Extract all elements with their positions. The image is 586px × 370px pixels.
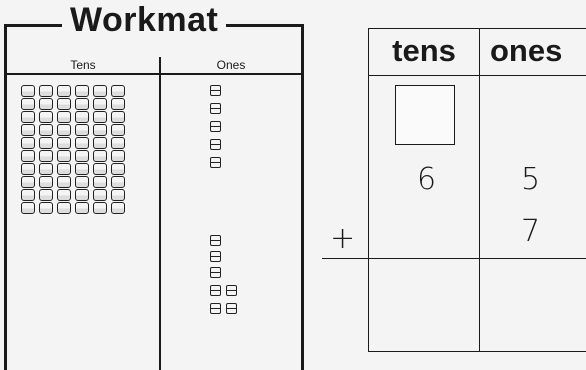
rod-unit-cell — [57, 150, 71, 162]
rod-unit-cell — [21, 163, 35, 175]
rod-unit-cell — [21, 150, 35, 162]
rod-unit-cell — [39, 150, 53, 162]
rod-unit-cell — [75, 124, 89, 136]
tens-rod — [111, 85, 127, 215]
top-ones-digit: 5 — [521, 163, 540, 197]
rod-unit-cell — [57, 111, 71, 123]
place-value-chart: tens ones 6 5 7 — [368, 28, 586, 352]
rod-unit-cell — [57, 176, 71, 188]
rod-unit-cell — [21, 189, 35, 201]
rod-unit-cell — [21, 98, 35, 110]
rod-unit-cell — [75, 202, 89, 214]
ones-column-header: ones — [480, 29, 586, 75]
rod-unit-cell — [57, 202, 71, 214]
ones-cube-top — [210, 157, 221, 168]
rod-unit-cell — [75, 189, 89, 201]
rod-unit-cell — [39, 124, 53, 136]
rod-unit-cell — [111, 202, 125, 214]
ones-cube-top — [210, 121, 221, 132]
rod-unit-cell — [57, 98, 71, 110]
rod-unit-cell — [21, 137, 35, 149]
rod-unit-cell — [39, 176, 53, 188]
ones-cube-bottom — [210, 285, 221, 296]
rod-unit-cell — [75, 150, 89, 162]
workmat-divider — [159, 73, 161, 370]
rod-unit-cell — [39, 111, 53, 123]
rod-unit-cell — [93, 150, 107, 162]
tens-rods-group — [21, 85, 127, 215]
rod-unit-cell — [39, 137, 53, 149]
ones-cube-bottom — [226, 285, 237, 296]
tens-rod — [93, 85, 109, 215]
rod-unit-cell — [21, 111, 35, 123]
rod-unit-cell — [21, 85, 35, 97]
rod-unit-cell — [39, 163, 53, 175]
rod-unit-cell — [93, 137, 107, 149]
rod-unit-cell — [57, 163, 71, 175]
ones-cube-bottom — [210, 251, 221, 262]
tens-rod — [21, 85, 37, 215]
rod-unit-cell — [21, 124, 35, 136]
workmat-tens-header: Tens — [7, 57, 161, 73]
rod-unit-cell — [75, 98, 89, 110]
rod-unit-cell — [39, 202, 53, 214]
ones-cube-top — [210, 139, 221, 150]
rod-unit-cell — [75, 176, 89, 188]
rod-unit-cell — [21, 202, 35, 214]
rod-unit-cell — [111, 163, 125, 175]
rod-unit-cell — [111, 111, 125, 123]
ones-cube-top — [210, 85, 221, 96]
ones-cube-bottom — [210, 267, 221, 278]
rod-unit-cell — [39, 189, 53, 201]
plus-sign: + — [330, 224, 355, 254]
rod-unit-cell — [57, 137, 71, 149]
addend-ones-digit: 7 — [521, 215, 540, 249]
rod-unit-cell — [93, 202, 107, 214]
rod-unit-cell — [21, 176, 35, 188]
rod-unit-cell — [75, 85, 89, 97]
top-tens-digit: 6 — [417, 163, 436, 197]
tens-column-header: tens — [369, 29, 480, 75]
tens-rod — [75, 85, 91, 215]
rod-unit-cell — [75, 137, 89, 149]
workmat: Tens Ones — [4, 24, 304, 370]
ones-cube-top — [210, 103, 221, 114]
rod-unit-cell — [93, 124, 107, 136]
rod-unit-cell — [111, 137, 125, 149]
workmat-title-wrap: Workmat — [62, 0, 226, 44]
ones-cube-bottom — [210, 235, 221, 246]
ones-cube-bottom — [210, 303, 221, 314]
rod-unit-cell — [57, 124, 71, 136]
rod-unit-cell — [57, 189, 71, 201]
place-value-divider — [479, 75, 480, 351]
rod-unit-cell — [93, 111, 107, 123]
workmat-column-headers: Tens Ones — [7, 57, 301, 75]
rod-unit-cell — [93, 98, 107, 110]
rod-unit-cell — [75, 111, 89, 123]
rod-unit-cell — [93, 85, 107, 97]
rod-unit-cell — [57, 85, 71, 97]
rod-unit-cell — [93, 189, 107, 201]
rod-unit-cell — [111, 189, 125, 201]
rod-unit-cell — [111, 85, 125, 97]
rod-unit-cell — [111, 98, 125, 110]
sum-line — [322, 258, 586, 259]
rod-unit-cell — [39, 98, 53, 110]
workmat-title: Workmat — [70, 1, 218, 39]
place-value-header: tens ones — [369, 29, 586, 76]
workmat-ones-header: Ones — [161, 57, 301, 73]
rod-unit-cell — [93, 176, 107, 188]
tens-rod — [39, 85, 55, 215]
rod-unit-cell — [111, 176, 125, 188]
tens-rod — [57, 85, 73, 215]
rod-unit-cell — [111, 124, 125, 136]
rod-unit-cell — [39, 85, 53, 97]
ones-cube-bottom — [226, 303, 237, 314]
regroup-answer-box[interactable] — [395, 85, 455, 145]
rod-unit-cell — [111, 150, 125, 162]
rod-unit-cell — [93, 163, 107, 175]
rod-unit-cell — [75, 163, 89, 175]
